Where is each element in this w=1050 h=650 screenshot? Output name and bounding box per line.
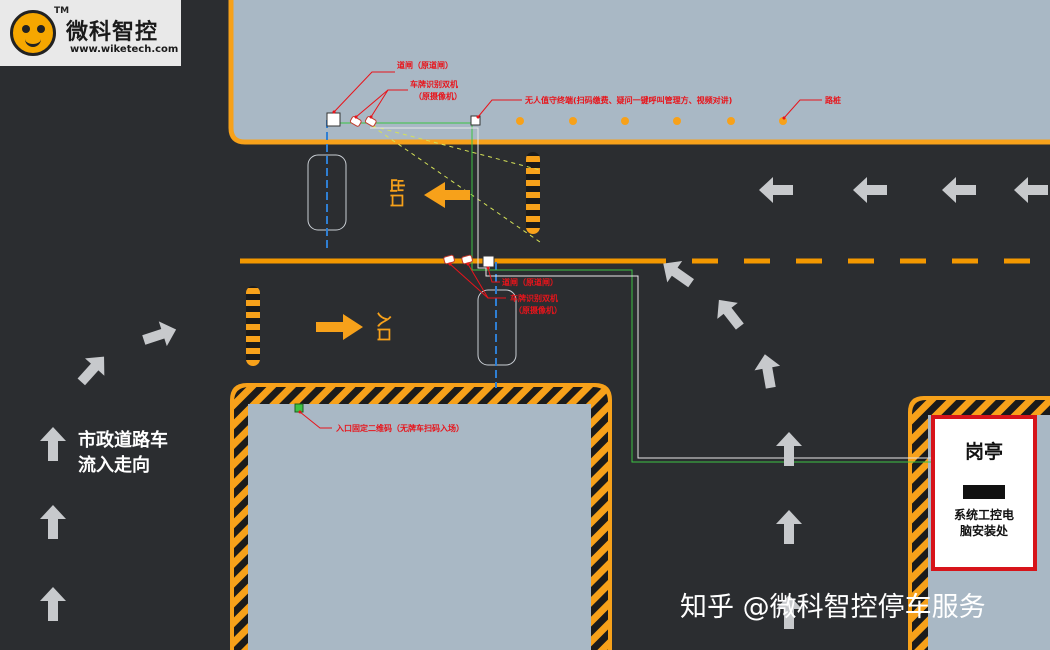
callout-bollard: 路桩	[825, 95, 841, 105]
arrow-icon	[142, 321, 177, 347]
camera-icon	[349, 116, 362, 127]
exit-direction-arrow-icon	[424, 182, 470, 208]
traffic-inflow-line2: 流入走向	[78, 455, 150, 476]
callout-gate-top: 道闸（原道闸）	[397, 60, 453, 70]
bee-mascot-icon	[10, 10, 56, 56]
bollard-dot	[727, 117, 735, 125]
exit-gate	[326, 112, 341, 127]
arrow-icon	[942, 177, 976, 203]
traffic-flow-arrows	[40, 177, 1048, 629]
bollard-dot	[779, 117, 787, 125]
callout-terminal: 无人值守终端(扫码缴费、疑问一键呼叫管理方、视频对讲)	[524, 95, 732, 105]
arrow-icon	[663, 261, 694, 288]
entry-direction-arrow-icon	[316, 314, 363, 340]
traffic-inflow-line1: 市政道路车	[78, 430, 168, 451]
arrow-icon	[77, 356, 105, 386]
callout-qr-code: 入口固定二维码（无牌车扫码入场）	[335, 423, 464, 433]
arrow-icon	[40, 587, 66, 621]
camera-icon	[364, 116, 377, 127]
booth-description: 系统工控电 脑安装处	[941, 507, 1027, 539]
arrow-icon	[40, 505, 66, 539]
arrow-icon	[853, 177, 887, 203]
top-building-block	[228, 0, 1050, 145]
terminal-icon	[470, 115, 481, 126]
brand-logo: TM 微科智控 www.wiketech.com	[0, 0, 181, 66]
arrow-icon	[759, 177, 793, 203]
callout-camera-mid-sub: （原摄像机）	[514, 305, 562, 315]
source-watermark: 知乎 @微科智控停车服务	[680, 592, 986, 623]
booth-description-line2: 脑安装处	[959, 524, 1008, 538]
brand-url: www.wiketech.com	[70, 44, 179, 55]
bollard-row	[516, 117, 787, 125]
entry-barrier-marking	[246, 286, 260, 366]
camera-view-line	[371, 125, 541, 171]
booth-description-line1: 系统工控电	[953, 508, 1014, 522]
bottom-left-block	[248, 404, 591, 650]
arrow-icon	[776, 510, 802, 544]
arrow-icon	[776, 432, 802, 466]
arrow-icon	[1014, 177, 1048, 203]
bollard-dot	[569, 117, 577, 125]
entry-road-label: 入口	[375, 312, 393, 342]
white-cable	[485, 262, 950, 459]
traffic-inflow-label: 市政道路车 流入走向	[78, 428, 208, 478]
booth-title: 岗亭	[964, 441, 1003, 463]
green-cable	[338, 122, 960, 463]
arrow-icon	[776, 595, 802, 629]
callout-camera-top: 车牌识别双机	[410, 79, 458, 89]
callout-gate-mid: 道闸（原道闸）	[502, 277, 558, 287]
callout-camera-top-sub: （原摄像机）	[414, 91, 462, 101]
exit-barrier-marking	[526, 152, 540, 234]
qr-code-icon	[294, 403, 304, 413]
exit-camera-pair	[349, 116, 377, 127]
bollard-dot	[621, 117, 629, 125]
bollard-dot	[673, 117, 681, 125]
entry-gate	[482, 255, 495, 268]
bollard-dot	[516, 117, 524, 125]
exit-road-label: 出口	[388, 178, 406, 208]
cabling	[338, 122, 960, 463]
callout-leaders	[298, 71, 822, 429]
camera-view-line	[371, 125, 541, 243]
computer-icon	[963, 485, 1005, 499]
callout-camera-mid: 车牌识别双机	[510, 293, 558, 303]
arrow-icon	[40, 427, 66, 461]
arrow-icon	[754, 354, 781, 389]
white-cable	[370, 127, 490, 269]
arrow-icon	[717, 299, 744, 330]
guard-booth: 岗亭 系统工控电 脑安装处	[931, 415, 1037, 571]
brand-name: 微科智控	[66, 20, 159, 45]
trademark-mark: TM	[54, 6, 70, 16]
